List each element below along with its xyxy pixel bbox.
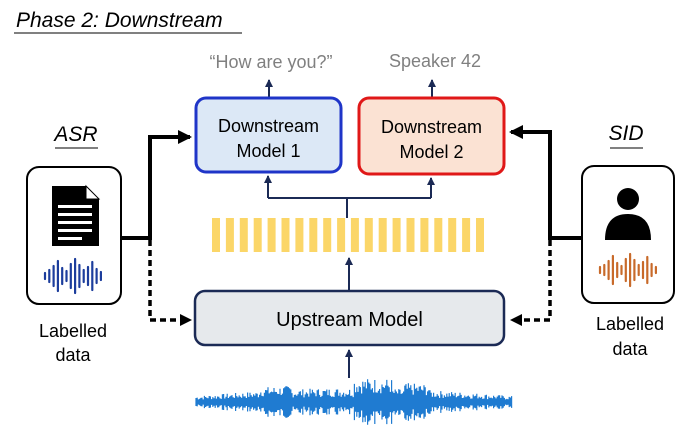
feature-bar <box>420 218 429 252</box>
upstream-model: Upstream Model <box>193 289 506 347</box>
downstream1-label-line1: Downstream <box>218 116 319 136</box>
person-icon <box>605 188 651 240</box>
feature-bar <box>378 218 387 252</box>
downstream1-label-line2: Model 1 <box>236 141 300 161</box>
asr-task-label: ASR <box>52 123 97 146</box>
sid-data-card <box>581 165 675 304</box>
asr-data-card <box>26 166 122 305</box>
sid-to-upstream-connector <box>510 240 552 326</box>
feature-representation <box>212 218 484 252</box>
feature-bar <box>267 218 276 252</box>
feature-bar <box>392 218 401 252</box>
asr-to-upstream-connector <box>148 240 192 326</box>
feature-bar <box>476 218 484 252</box>
feature-bar <box>323 218 332 252</box>
asr-caption-line1: Labelled <box>39 321 107 341</box>
feature-bar <box>253 218 262 252</box>
feature-bar <box>364 218 373 252</box>
asr-output-text: “How are you?” <box>209 52 332 72</box>
feature-bar <box>212 218 220 252</box>
feature-bar <box>337 218 346 252</box>
asr-waveform-icon <box>43 257 103 295</box>
asr-caption-line2: data <box>55 345 91 365</box>
feature-bar <box>225 218 234 252</box>
sid-output-text: Speaker 42 <box>389 51 481 71</box>
sid-to-downstream-connector <box>509 125 582 240</box>
sid-caption-line1: Labelled <box>596 314 664 334</box>
feature-bar <box>295 218 304 252</box>
feature-bar <box>309 218 318 252</box>
sid-caption-line2: data <box>612 339 648 359</box>
feature-bar <box>434 218 443 252</box>
feature-bar <box>406 218 415 252</box>
feature-bar <box>350 218 359 252</box>
upstream-label: Upstream Model <box>276 309 423 331</box>
feature-bar <box>281 218 290 252</box>
sid-task-label: SID <box>608 122 643 145</box>
sid-waveform-icon <box>598 252 658 288</box>
downstream-model-1: Downstream Model 1 <box>194 96 343 174</box>
feature-bar <box>239 218 248 252</box>
feature-fork-connector <box>264 175 435 218</box>
waveform-icon <box>195 379 513 425</box>
downstream2-label-line1: Downstream <box>381 117 482 137</box>
downstream2-label-line2: Model 2 <box>399 142 463 162</box>
downstream-model-2: Downstream Model 2 <box>357 96 506 176</box>
asr-to-downstream-connector <box>121 130 192 240</box>
phase-title: Phase 2: Downstream <box>16 9 223 32</box>
feature-bar <box>448 218 457 252</box>
feature-bar <box>462 218 471 252</box>
document-icon <box>52 184 101 246</box>
